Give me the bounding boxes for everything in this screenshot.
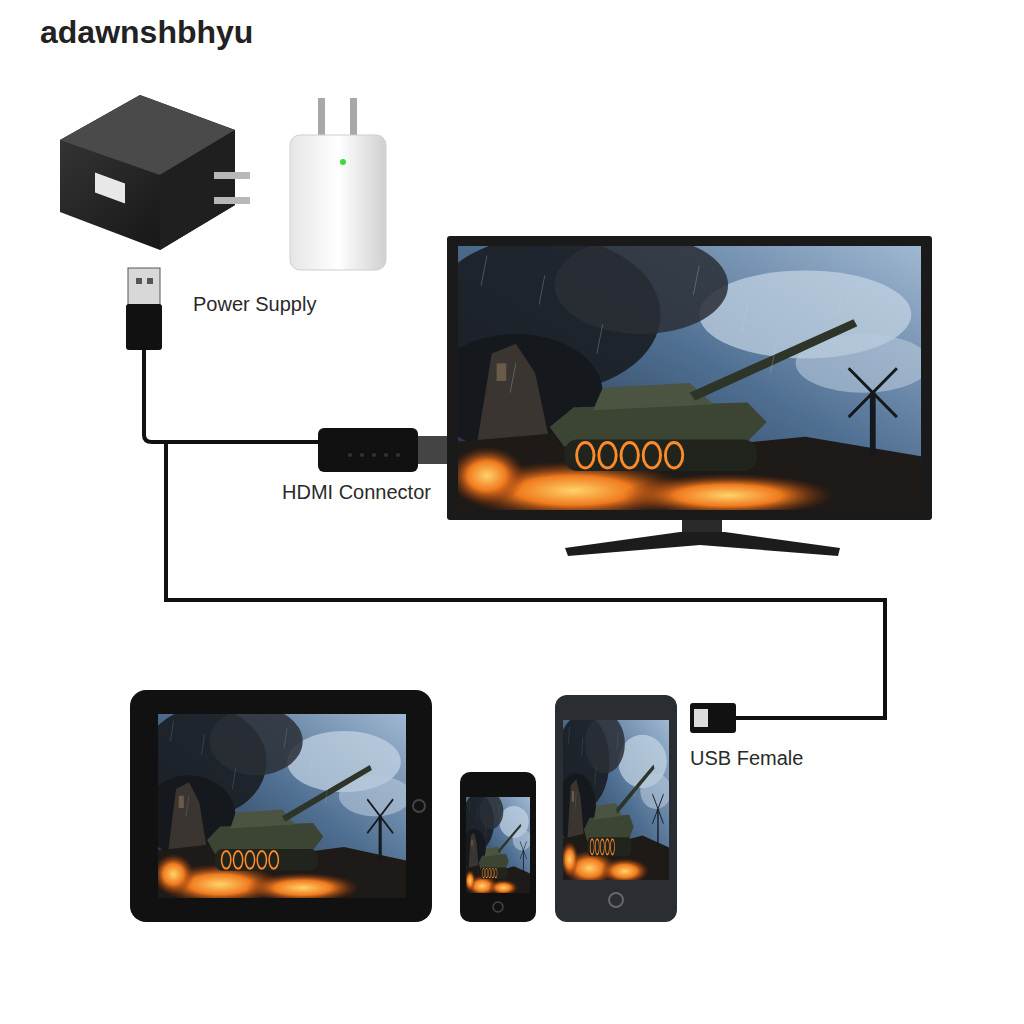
part-label: Power Supply: [193, 293, 316, 316]
part-label: HDMI Connector: [282, 481, 431, 504]
part-label: USB Female: [690, 747, 803, 770]
watermark: adawnshbhyu: [40, 14, 253, 51]
